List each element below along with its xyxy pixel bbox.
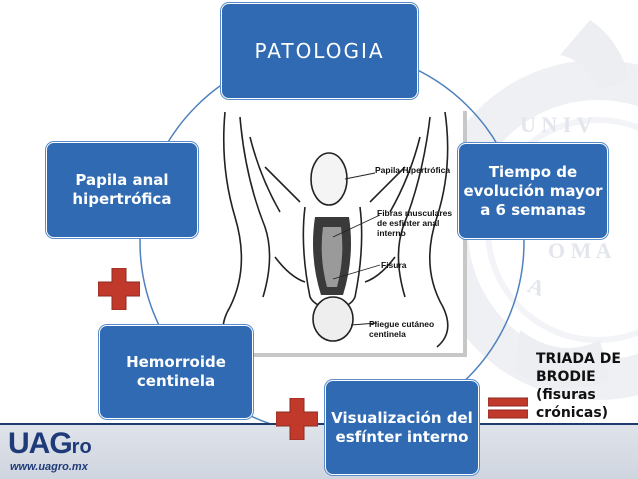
svg-text:U N I V: U N I V [520, 112, 592, 137]
triada-brodie-note: TRIADA DE BRODIE (fisuras crónicas) [536, 351, 621, 421]
node-hemorroide: Hemorroide centinela [99, 325, 253, 419]
node-evolucion: Tiempo de evolución mayor a 6 semanas [458, 143, 608, 239]
label-fibras: Fibras musculares de esfinter anal inter… [377, 208, 453, 238]
label-fisura: Fisura [381, 260, 407, 270]
anal-fissure-illustration: Papila Hipertrófica Fibras musculares de… [205, 107, 463, 353]
plus-icon [276, 398, 318, 440]
anatomy-drawing [222, 111, 449, 348]
node-papila: Papila anal hipertrófica [46, 142, 198, 238]
footer-bar [0, 425, 638, 479]
svg-text:O M A: O M A [548, 238, 612, 263]
logo-url: www.uagro.mx [10, 461, 88, 473]
plus-icon [98, 268, 140, 310]
label-papila: Papila Hipertrófica [375, 165, 451, 175]
uagro-logo: UAGro [8, 429, 92, 462]
title-box: PATOLOGIA [221, 3, 418, 99]
footer-divider [0, 423, 638, 425]
node-esfinter: Visualización del esfínter interno [325, 380, 479, 475]
equals-icon [488, 397, 528, 419]
logo-main-text: UAG [8, 427, 73, 460]
label-pliegue: Pliegue cutáneo centinela [369, 319, 435, 339]
logo-suffix-text: ro [71, 436, 92, 458]
